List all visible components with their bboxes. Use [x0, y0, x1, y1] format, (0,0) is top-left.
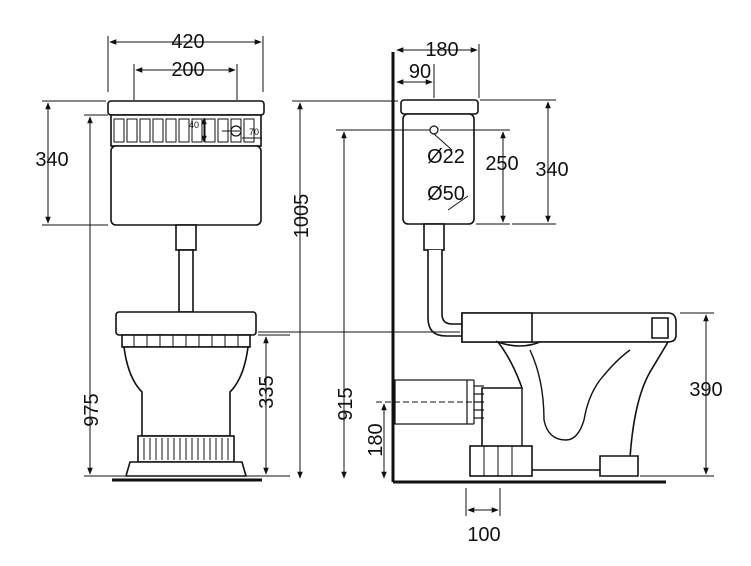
front-view: [107, 100, 265, 482]
label-front-340: 340: [35, 149, 68, 171]
label-side-180-outlet: 180: [365, 423, 387, 456]
front-pipe-joint: [175, 224, 197, 251]
label-front-70: 70: [249, 127, 259, 137]
label-outlet-d50: Ø50: [427, 183, 465, 205]
side-view: [391, 52, 677, 484]
label-front-200: 200: [171, 59, 204, 81]
label-front-975: 975: [81, 393, 103, 426]
side-cistern: [400, 99, 479, 225]
side-dimension-lines: [258, 44, 714, 516]
label-side-250: 250: [485, 153, 518, 175]
front-dimension-lines: [42, 36, 290, 477]
front-flush-pipe: [178, 249, 194, 313]
front-cistern: [107, 100, 265, 226]
label-side-390: 390: [689, 379, 722, 401]
label-side-340: 340: [535, 159, 568, 181]
front-bowl: [115, 311, 257, 477]
label-side-180-top: 180: [425, 39, 458, 61]
label-front-40: 40: [189, 120, 199, 130]
side-pan: [461, 312, 677, 477]
label-inlet-d22: Ø22: [427, 146, 465, 168]
label-side-100: 100: [467, 524, 500, 546]
cistern-vents: [113, 118, 255, 143]
label-side-1005: 1005: [291, 194, 313, 239]
dimension-labels: 420 200 340 40 70 975 335 180 90 1005 91…: [35, 31, 722, 546]
label-side-90: 90: [409, 61, 431, 83]
label-side-915: 915: [335, 387, 357, 420]
label-front-335: 335: [256, 375, 278, 408]
side-flush-pipe: [423, 223, 467, 337]
label-front-420: 420: [171, 31, 204, 53]
